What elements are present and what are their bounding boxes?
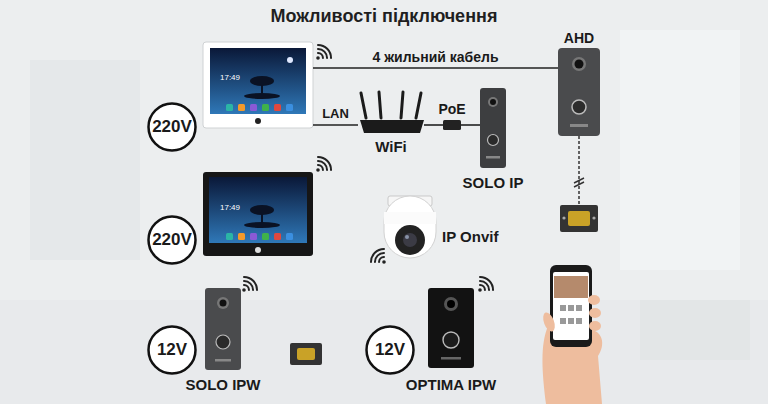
poe-injector [443, 120, 461, 130]
lock [560, 205, 598, 232]
device-label: PoE [438, 101, 465, 117]
black-monitor [203, 172, 313, 256]
lock-wire [574, 136, 584, 205]
router: WiFi [358, 90, 424, 134]
power-circle: 12V [147, 325, 197, 375]
cable-line [313, 67, 558, 69]
device-label: SOLO IP [463, 174, 524, 191]
power-circle: 12V [365, 325, 415, 375]
solo-ipw-panel [205, 288, 241, 370]
ip-camera: IP Onvif [384, 194, 436, 266]
device-label: SOLO IPW [186, 376, 261, 393]
router [360, 92, 424, 133]
power-circle: 220V [147, 102, 197, 152]
device-label: 17:49 [220, 73, 240, 82]
voltage-label: 220V [152, 230, 192, 250]
solo-ip-panel [480, 88, 506, 168]
voltage-label: 12V [375, 340, 405, 360]
poe-injector: PoE [443, 120, 461, 130]
hand-with-phone [541, 265, 602, 404]
device-label: AHD [564, 30, 594, 46]
monitor: 17:49 [203, 42, 313, 128]
diagram-title: Можливості підключення [0, 6, 768, 27]
doorbell-panel: SOLO IP [480, 88, 506, 168]
ahd-panel [558, 48, 600, 136]
wifi-icons [240, 42, 496, 294]
cable-line [461, 124, 480, 126]
doorbell-panel: SOLO IPW [205, 288, 241, 370]
cable-label: LAN [320, 107, 351, 122]
device-label: 17:49 [220, 203, 240, 212]
cable-label: 4 жильний кабель [371, 49, 501, 65]
optima-ipw-panel [428, 288, 474, 368]
voltage-label: 220V [152, 117, 192, 137]
doorbell-panel: AHD [558, 48, 600, 136]
lock [290, 343, 322, 365]
device-label: IP Onvif [442, 228, 498, 245]
device-label: WiFi [375, 138, 407, 155]
power-circle: 220V [147, 215, 197, 265]
ip-camera [384, 196, 436, 258]
doorbell-panel: OPTIMA IPW [428, 288, 474, 368]
device-label: OPTIMA IPW [406, 376, 496, 393]
white-monitor [203, 42, 313, 128]
cable-line [313, 124, 358, 126]
monitor: 17:49 [203, 172, 313, 256]
cable-line [424, 124, 443, 126]
voltage-label: 12V [157, 340, 187, 360]
